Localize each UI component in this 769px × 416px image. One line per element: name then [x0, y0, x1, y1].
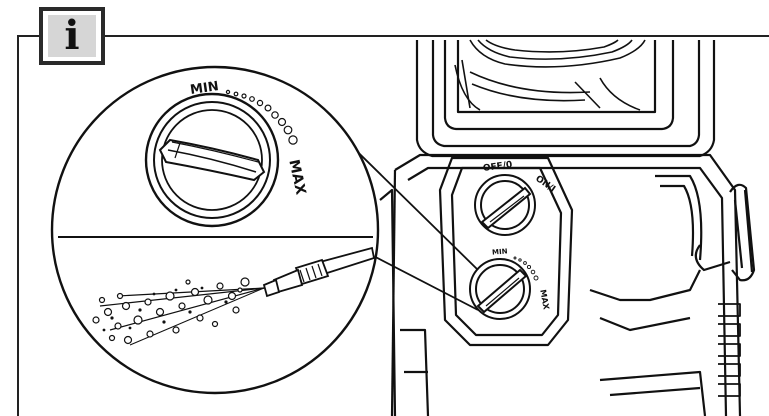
- hose-reel: [454, 39, 646, 111]
- dial-max-label: MAX: [538, 289, 551, 311]
- info-badge: i: [39, 7, 105, 65]
- pressure-washer-body: [379, 39, 756, 416]
- switch-on-label: ON/I: [533, 174, 557, 195]
- zoom-max-label: MAX: [285, 158, 308, 196]
- dial-min-label: MIN: [492, 247, 508, 256]
- pressure-dial: [469, 258, 531, 320]
- magnifier-circle: [50, 65, 380, 395]
- water-spray: [92, 277, 265, 346]
- zoom-scale-dots: [225, 89, 298, 145]
- zoomed-pressure-dial: [144, 92, 280, 228]
- vent-grille: [718, 303, 741, 397]
- spray-nozzle: [262, 246, 376, 298]
- power-switch: [474, 174, 536, 236]
- outer-frame: [17, 35, 769, 416]
- info-icon: i: [48, 15, 96, 57]
- switch-off-label: OFF/0: [482, 160, 513, 174]
- spray-droplets: [102, 286, 228, 332]
- side-handle: [729, 183, 756, 282]
- dial-scale-dots: [513, 256, 539, 281]
- info-glyph: i: [64, 12, 80, 59]
- zoom-min-label: MIN: [189, 79, 219, 98]
